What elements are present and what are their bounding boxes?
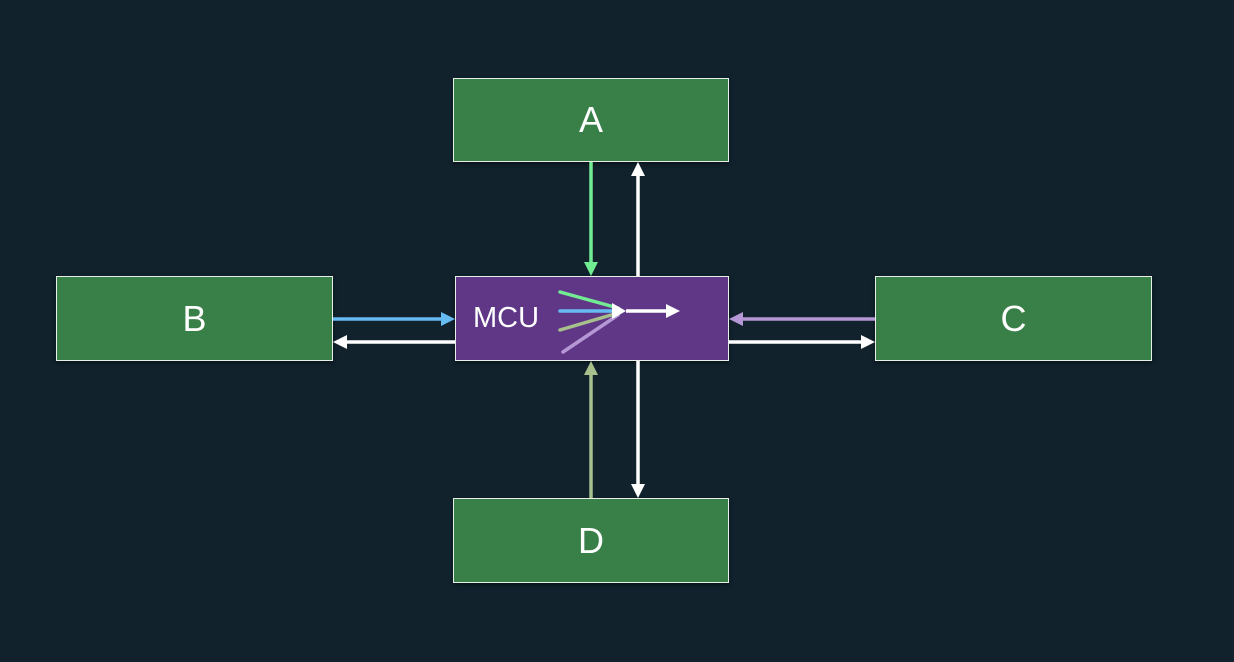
edge-d-to-mcu xyxy=(584,361,598,498)
node-c: C xyxy=(875,276,1152,361)
edge-mcu-to-b xyxy=(333,335,455,349)
edge-b-to-mcu xyxy=(333,312,455,326)
node-b-label: B xyxy=(182,297,207,339)
node-a-label: A xyxy=(578,99,603,140)
node-d-label: D xyxy=(578,519,604,561)
node-c-label: C xyxy=(1000,297,1027,339)
node-mcu-label: MCU xyxy=(473,302,540,334)
edge-mcu-to-d xyxy=(631,361,645,498)
node-a: A xyxy=(453,78,729,162)
edge-mcu-to-c xyxy=(729,335,875,349)
node-b: B xyxy=(56,276,333,361)
edge-a-to-mcu xyxy=(584,162,598,276)
edge-mcu-to-a xyxy=(631,162,645,276)
edge-c-to-mcu xyxy=(729,312,875,326)
node-d: D xyxy=(453,498,729,583)
node-mcu: MCU xyxy=(455,276,729,361)
